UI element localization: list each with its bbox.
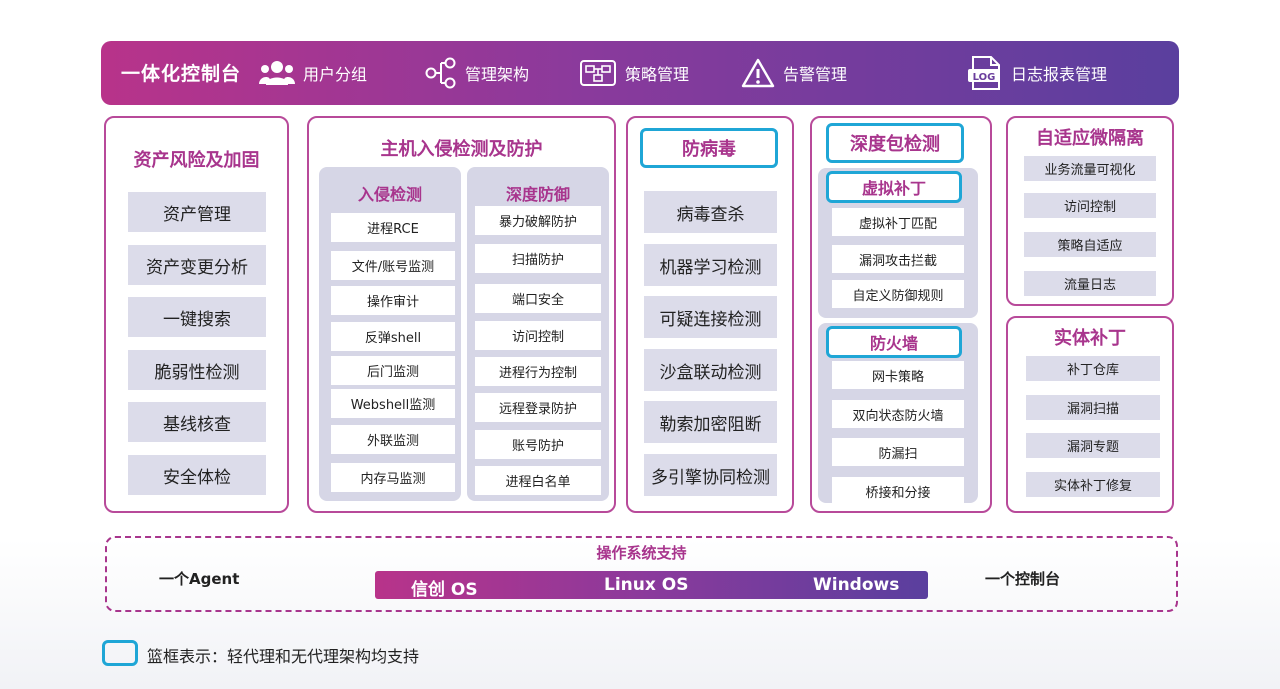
- host-intrusion-panel: 主机入侵检测及防护 入侵检测 进程RCE 文件/账号监测 操作审计 反弹shel…: [307, 116, 616, 513]
- asset-item[interactable]: 脆弱性检测: [128, 350, 266, 390]
- defense-item[interactable]: 访问控制: [475, 321, 601, 350]
- firewall-item[interactable]: 网卡策略: [832, 361, 964, 389]
- physical-patch-item[interactable]: 漏洞扫描: [1026, 395, 1160, 420]
- micro-segmentation-title: 自适应微隔离: [1036, 128, 1144, 149]
- intrusion-detect-title: 入侵检测: [357, 185, 422, 204]
- asset-risk-panel: 资产风险及加固 资产管理 资产变更分析 一键搜索 脆弱性检测 基线核查 安全体检: [104, 116, 289, 513]
- one-console-label: 一个控制台: [985, 570, 1061, 588]
- header-item-label: 用户分组: [303, 65, 368, 84]
- virtual-patch-item[interactable]: 漏洞攻击拦截: [832, 245, 964, 273]
- os-item: Windows: [813, 575, 900, 595]
- micro-segmentation-item[interactable]: 业务流量可视化: [1024, 156, 1156, 181]
- micro-segmentation-item[interactable]: 策略自适应: [1024, 232, 1156, 257]
- virtual-patch-panel: 虚拟补丁 虚拟补丁匹配 漏洞攻击拦截 自定义防御规则: [818, 168, 978, 318]
- deep-packet-title: 深度包检测: [826, 123, 964, 163]
- defense-item[interactable]: 扫描防护: [475, 244, 601, 273]
- defense-item[interactable]: 进程行为控制: [475, 357, 601, 386]
- firewall-title: 防火墙: [826, 326, 962, 358]
- legend-blue-box-icon: [102, 640, 138, 666]
- detect-item[interactable]: 进程RCE: [331, 213, 455, 242]
- defense-item[interactable]: 暴力破解防护: [475, 206, 601, 235]
- asset-risk-title: 资产风险及加固: [133, 150, 260, 171]
- intrusion-detect-panel: 入侵检测 进程RCE 文件/账号监测 操作审计 反弹shell 后门监测 Web…: [319, 167, 461, 501]
- header-title: 一体化控制台: [121, 63, 242, 85]
- hierarchy-icon: [425, 57, 457, 89]
- detect-item[interactable]: 外联监测: [331, 425, 455, 454]
- detect-item[interactable]: 内存马监测: [331, 463, 455, 492]
- deep-defense-panel: 深度防御 暴力破解防护 扫描防护 端口安全 访问控制 进程行为控制 远程登录防护…: [467, 167, 609, 501]
- asset-item[interactable]: 基线核查: [128, 402, 266, 442]
- physical-patch-title: 实体补丁: [1054, 328, 1126, 349]
- legend-text: 篮框表示：轻代理和无代理架构均支持: [147, 647, 420, 666]
- background-fade: [0, 539, 1280, 689]
- micro-segmentation-panel: 自适应微隔离 业务流量可视化 访问控制 策略自适应 流量日志: [1006, 116, 1174, 306]
- header-item-policy-management[interactable]: 策略管理: [579, 55, 689, 91]
- deep-packet-panel: 深度包检测 虚拟补丁 虚拟补丁匹配 漏洞攻击拦截 自定义防御规则 防火墙 网卡策…: [810, 116, 992, 513]
- physical-patch-panel: 实体补丁 补丁仓库 漏洞扫描 漏洞专题 实体补丁修复: [1006, 316, 1174, 513]
- os-item: 信创 OS: [411, 580, 478, 600]
- asset-item[interactable]: 资产管理: [128, 192, 266, 232]
- micro-segmentation-item[interactable]: 流量日志: [1024, 271, 1156, 296]
- antivirus-item[interactable]: 可疑连接检测: [644, 296, 777, 338]
- physical-patch-item[interactable]: 漏洞专题: [1026, 433, 1160, 458]
- physical-patch-item[interactable]: 补丁仓库: [1026, 356, 1160, 381]
- antivirus-title: 防病毒: [640, 128, 778, 168]
- firewall-panel: 防火墙 网卡策略 双向状态防火墙 防漏扫 桥接和分接: [818, 323, 978, 505]
- console-header: 一体化控制台 用户分组 管理架构: [101, 41, 1179, 105]
- header-item-user-group[interactable]: 用户分组: [259, 55, 367, 91]
- defense-item[interactable]: 端口安全: [475, 284, 601, 313]
- firewall-item[interactable]: 桥接和分接: [832, 477, 964, 505]
- firewall-item[interactable]: 防漏扫: [832, 438, 964, 466]
- os-support-panel: 操作系统支持 一个Agent 信创 OS Linux OS Windows 一个…: [105, 536, 1178, 612]
- header-item-alert-management[interactable]: 告警管理: [741, 55, 847, 91]
- antivirus-panel: 防病毒 病毒查杀 机器学习检测 可疑连接检测 沙盒联动检测 勒索加密阻断 多引擎…: [626, 116, 794, 513]
- virtual-patch-title: 虚拟补丁: [826, 171, 962, 203]
- one-agent-label: 一个Agent: [159, 570, 240, 588]
- detect-item[interactable]: 文件/账号监测: [331, 251, 455, 280]
- detect-item[interactable]: 后门监测: [331, 356, 455, 385]
- warning-icon: [741, 58, 775, 88]
- defense-item[interactable]: 进程白名单: [475, 466, 601, 495]
- header-item-log-report[interactable]: LOG 日志报表管理: [967, 55, 1107, 91]
- antivirus-item[interactable]: 沙盒联动检测: [644, 349, 777, 391]
- defense-item[interactable]: 远程登录防护: [475, 393, 601, 422]
- antivirus-item[interactable]: 勒索加密阻断: [644, 401, 777, 443]
- host-intrusion-title: 主机入侵检测及防护: [380, 139, 543, 160]
- header-item-label: 告警管理: [783, 65, 848, 84]
- deep-defense-title: 深度防御: [505, 185, 570, 204]
- header-item-label: 管理架构: [465, 65, 530, 84]
- header-item-management-structure[interactable]: 管理架构: [425, 55, 529, 91]
- physical-patch-item[interactable]: 实体补丁修复: [1026, 472, 1160, 497]
- log-icon: LOG: [967, 56, 1003, 90]
- policy-icon: [579, 58, 617, 88]
- antivirus-item[interactable]: 病毒查杀: [644, 191, 777, 233]
- header-item-label: 日志报表管理: [1011, 65, 1108, 84]
- virtual-patch-item[interactable]: 虚拟补丁匹配: [832, 208, 964, 236]
- detect-item[interactable]: Webshell监测: [331, 389, 455, 418]
- os-bar: 信创 OS Linux OS Windows: [375, 571, 928, 600]
- os-support-title: 操作系统支持: [596, 544, 687, 562]
- firewall-item[interactable]: 双向状态防火墙: [832, 400, 964, 428]
- virtual-patch-item[interactable]: 自定义防御规则: [832, 280, 964, 308]
- detect-item[interactable]: 反弹shell: [331, 322, 455, 351]
- asset-item[interactable]: 资产变更分析: [128, 245, 266, 285]
- detect-item[interactable]: 操作审计: [331, 286, 455, 315]
- svg-text:LOG: LOG: [973, 72, 996, 83]
- os-item: Linux OS: [604, 575, 689, 595]
- defense-item[interactable]: 账号防护: [475, 430, 601, 459]
- header-item-label: 策略管理: [625, 65, 690, 84]
- users-icon: [259, 60, 295, 86]
- micro-segmentation-item[interactable]: 访问控制: [1024, 193, 1156, 218]
- antivirus-item[interactable]: 多引擎协同检测: [644, 454, 777, 496]
- asset-item[interactable]: 一键搜索: [128, 297, 266, 337]
- antivirus-item[interactable]: 机器学习检测: [644, 244, 777, 286]
- asset-item[interactable]: 安全体检: [128, 455, 266, 495]
